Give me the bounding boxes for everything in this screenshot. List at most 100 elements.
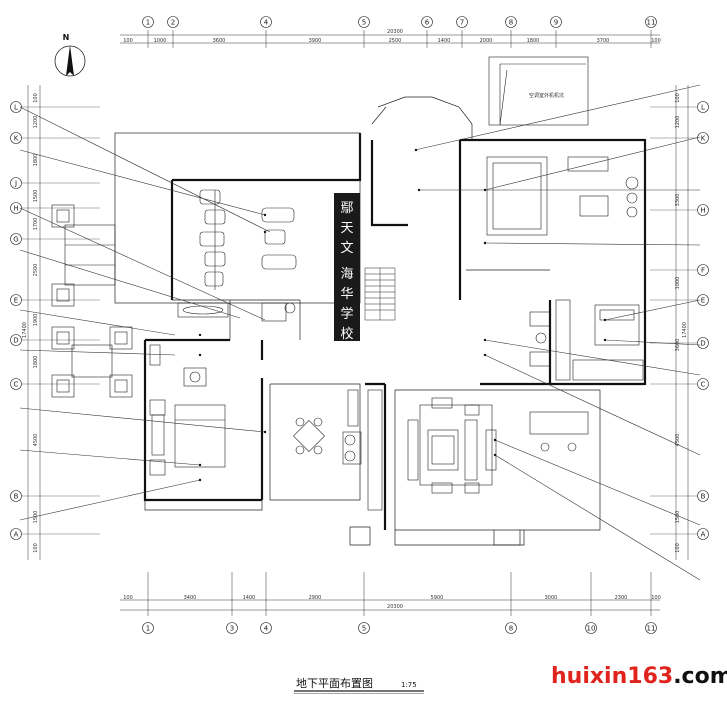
axis-bubble: 4 <box>260 16 272 28</box>
svg-text:1500: 1500 <box>33 190 39 203</box>
living-room-furniture <box>407 397 589 494</box>
svg-text:1200: 1200 <box>675 116 681 129</box>
bottom-total-dimension: 20300 <box>387 604 403 610</box>
callout-dots <box>198 148 607 482</box>
svg-text:100: 100 <box>33 93 39 103</box>
right-dimensions: 100 1200 3300 1000 3600 4500 1500 100 <box>675 93 681 553</box>
axis-bubble: D <box>697 337 709 349</box>
svg-text:3000: 3000 <box>545 595 558 601</box>
bottom-dimensions: 100 3400 1400 2900 5900 3000 2300 100 <box>123 595 661 601</box>
svg-text:1000: 1000 <box>675 277 681 290</box>
svg-text:1500: 1500 <box>33 511 39 524</box>
svg-text:9: 9 <box>554 19 558 27</box>
axis-bubble: 2 <box>167 16 179 28</box>
svg-text:10: 10 <box>587 625 596 633</box>
svg-text:G: G <box>13 236 18 244</box>
svg-text:3400: 3400 <box>184 595 197 601</box>
axis-bubble: 11 <box>645 622 657 634</box>
svg-text:100: 100 <box>651 38 661 44</box>
svg-text:K: K <box>701 135 706 143</box>
svg-text:3900: 3900 <box>309 38 322 44</box>
svg-text:2: 2 <box>171 19 175 27</box>
axis-bubble: 10 <box>585 622 597 634</box>
svg-text:3600: 3600 <box>213 38 226 44</box>
left-grid-lines <box>22 106 100 535</box>
svg-text:1000: 1000 <box>154 38 167 44</box>
axis-bubble: 4 <box>260 622 272 634</box>
axis-bubble: 5 <box>358 16 370 28</box>
svg-text:1900: 1900 <box>33 314 39 327</box>
svg-text:1800: 1800 <box>33 356 39 369</box>
axis-bubble: 7 <box>456 16 468 28</box>
axis-bubble: K <box>10 132 22 144</box>
svg-text:100: 100 <box>675 543 681 553</box>
svg-text:5: 5 <box>362 625 366 633</box>
drawing-title-block: 地下平面布置图 1:75 <box>294 677 424 694</box>
watermark-char: 文 <box>340 241 353 256</box>
left-terrace-columns <box>51 204 133 398</box>
axis-bubble: E <box>10 294 22 306</box>
svg-text:4500: 4500 <box>33 434 39 447</box>
svg-text:11: 11 <box>647 625 656 633</box>
axis-bubble: B <box>10 490 22 502</box>
svg-text:L: L <box>14 104 18 112</box>
top-total-dimension: 20300 <box>387 29 403 35</box>
axis-bubble: 11 <box>645 16 657 28</box>
axis-bubble: 6 <box>421 16 433 28</box>
svg-text:3: 3 <box>230 625 234 633</box>
ac-unit-pit <box>488 56 589 126</box>
svg-text:C: C <box>14 381 19 389</box>
svg-text:1400: 1400 <box>438 38 451 44</box>
staircase <box>364 267 396 321</box>
svg-text:1800: 1800 <box>527 38 540 44</box>
svg-text:J: J <box>14 180 17 188</box>
media-room-furniture <box>529 299 644 381</box>
svg-text:4: 4 <box>264 625 269 633</box>
axis-bubble: H <box>697 204 709 216</box>
svg-text:H: H <box>700 207 705 215</box>
dining-furniture <box>293 389 383 511</box>
top-grid-axis <box>120 30 660 48</box>
site-brand-watermark: huixin163.com <box>551 664 727 689</box>
svg-text:8: 8 <box>509 19 513 27</box>
top-axis-bubbles: 1 2 4 5 6 7 8 9 11 <box>142 16 657 28</box>
svg-text:100: 100 <box>651 595 661 601</box>
axis-bubble: 8 <box>505 16 517 28</box>
svg-text:C: C <box>701 381 706 389</box>
bedroom-furniture <box>149 399 226 476</box>
right-axis-bubbles: L K H F E D C B A <box>697 101 709 540</box>
callout-leaders <box>19 84 701 581</box>
fitness-equipment <box>199 189 297 290</box>
svg-text:E: E <box>14 297 18 305</box>
watermark-char: 校 <box>340 326 353 342</box>
right-grid-lines <box>650 106 697 535</box>
svg-text:A: A <box>14 531 19 539</box>
svg-text:1200: 1200 <box>33 116 39 129</box>
svg-text:2500: 2500 <box>389 38 402 44</box>
svg-text:H: H <box>13 205 18 213</box>
svg-text:1800: 1800 <box>33 154 39 167</box>
axis-bubble: L <box>697 101 709 113</box>
north-arrow: N <box>54 33 86 77</box>
watermark-strip: 鄢 天 文 海 华 学 校 <box>334 193 360 342</box>
ac-pit-note: 空调室外机机坑 <box>529 92 564 99</box>
svg-text:3700: 3700 <box>597 38 610 44</box>
brand-suffix: .com <box>673 664 727 689</box>
north-arrow-icon <box>66 45 74 76</box>
axis-bubble: B <box>697 490 709 502</box>
svg-text:2300: 2300 <box>615 595 628 601</box>
bottom-axis-bubbles: 1 3 4 5 8 10 11 <box>142 622 657 634</box>
north-label: N <box>63 33 70 42</box>
axis-bubble: 3 <box>226 622 238 634</box>
svg-text:2500: 2500 <box>33 264 39 277</box>
svg-text:K: K <box>14 135 19 143</box>
svg-text:E: E <box>701 297 705 305</box>
bathroom-fixtures <box>149 302 296 387</box>
svg-text:6: 6 <box>425 19 430 27</box>
axis-bubble: 1 <box>142 622 154 634</box>
axis-bubble: 8 <box>505 622 517 634</box>
top-dimensions: 100 1000 3600 3900 2500 1400 2000 1800 3… <box>123 38 661 44</box>
axis-bubble: C <box>697 378 709 390</box>
svg-text:5900: 5900 <box>431 595 444 601</box>
axis-bubble: K <box>697 132 709 144</box>
